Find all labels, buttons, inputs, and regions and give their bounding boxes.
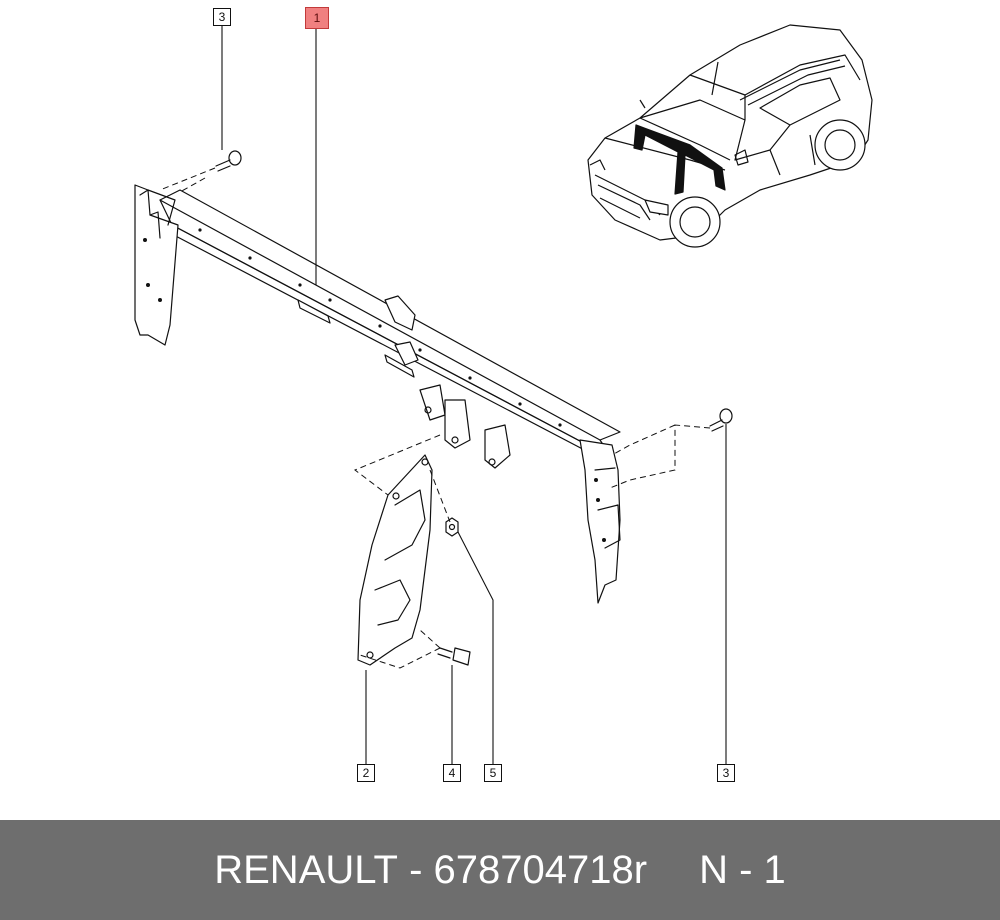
leader-lines <box>221 26 727 764</box>
callout-4: 4 <box>443 764 461 782</box>
position-label: N - 1 <box>699 847 786 892</box>
separator: - <box>397 847 434 892</box>
bolt-lower <box>437 647 471 666</box>
bolt-top-left <box>215 150 242 172</box>
callout-1: 1 <box>305 7 329 29</box>
parts-diagram <box>134 24 873 764</box>
left-end-bracket <box>134 184 179 346</box>
lower-mount-feet <box>419 384 511 469</box>
part-number-banner: RENAULT - 678704718r N - 1 <box>0 820 1000 920</box>
callout-3-top: 3 <box>213 8 231 26</box>
callout-2: 2 <box>357 764 375 782</box>
callout-3-right: 3 <box>717 764 735 782</box>
brand-name: RENAULT <box>214 847 398 892</box>
assembly-guide-lines <box>159 167 711 669</box>
vehicle-location-illustration <box>587 24 873 248</box>
nut <box>445 517 459 537</box>
right-end-bracket <box>579 439 621 604</box>
support-bracket <box>357 454 433 666</box>
cross-member-beam <box>159 189 621 467</box>
bolt-right <box>709 408 733 432</box>
part-number: 678704718r <box>433 847 648 892</box>
callout-5: 5 <box>484 764 502 782</box>
